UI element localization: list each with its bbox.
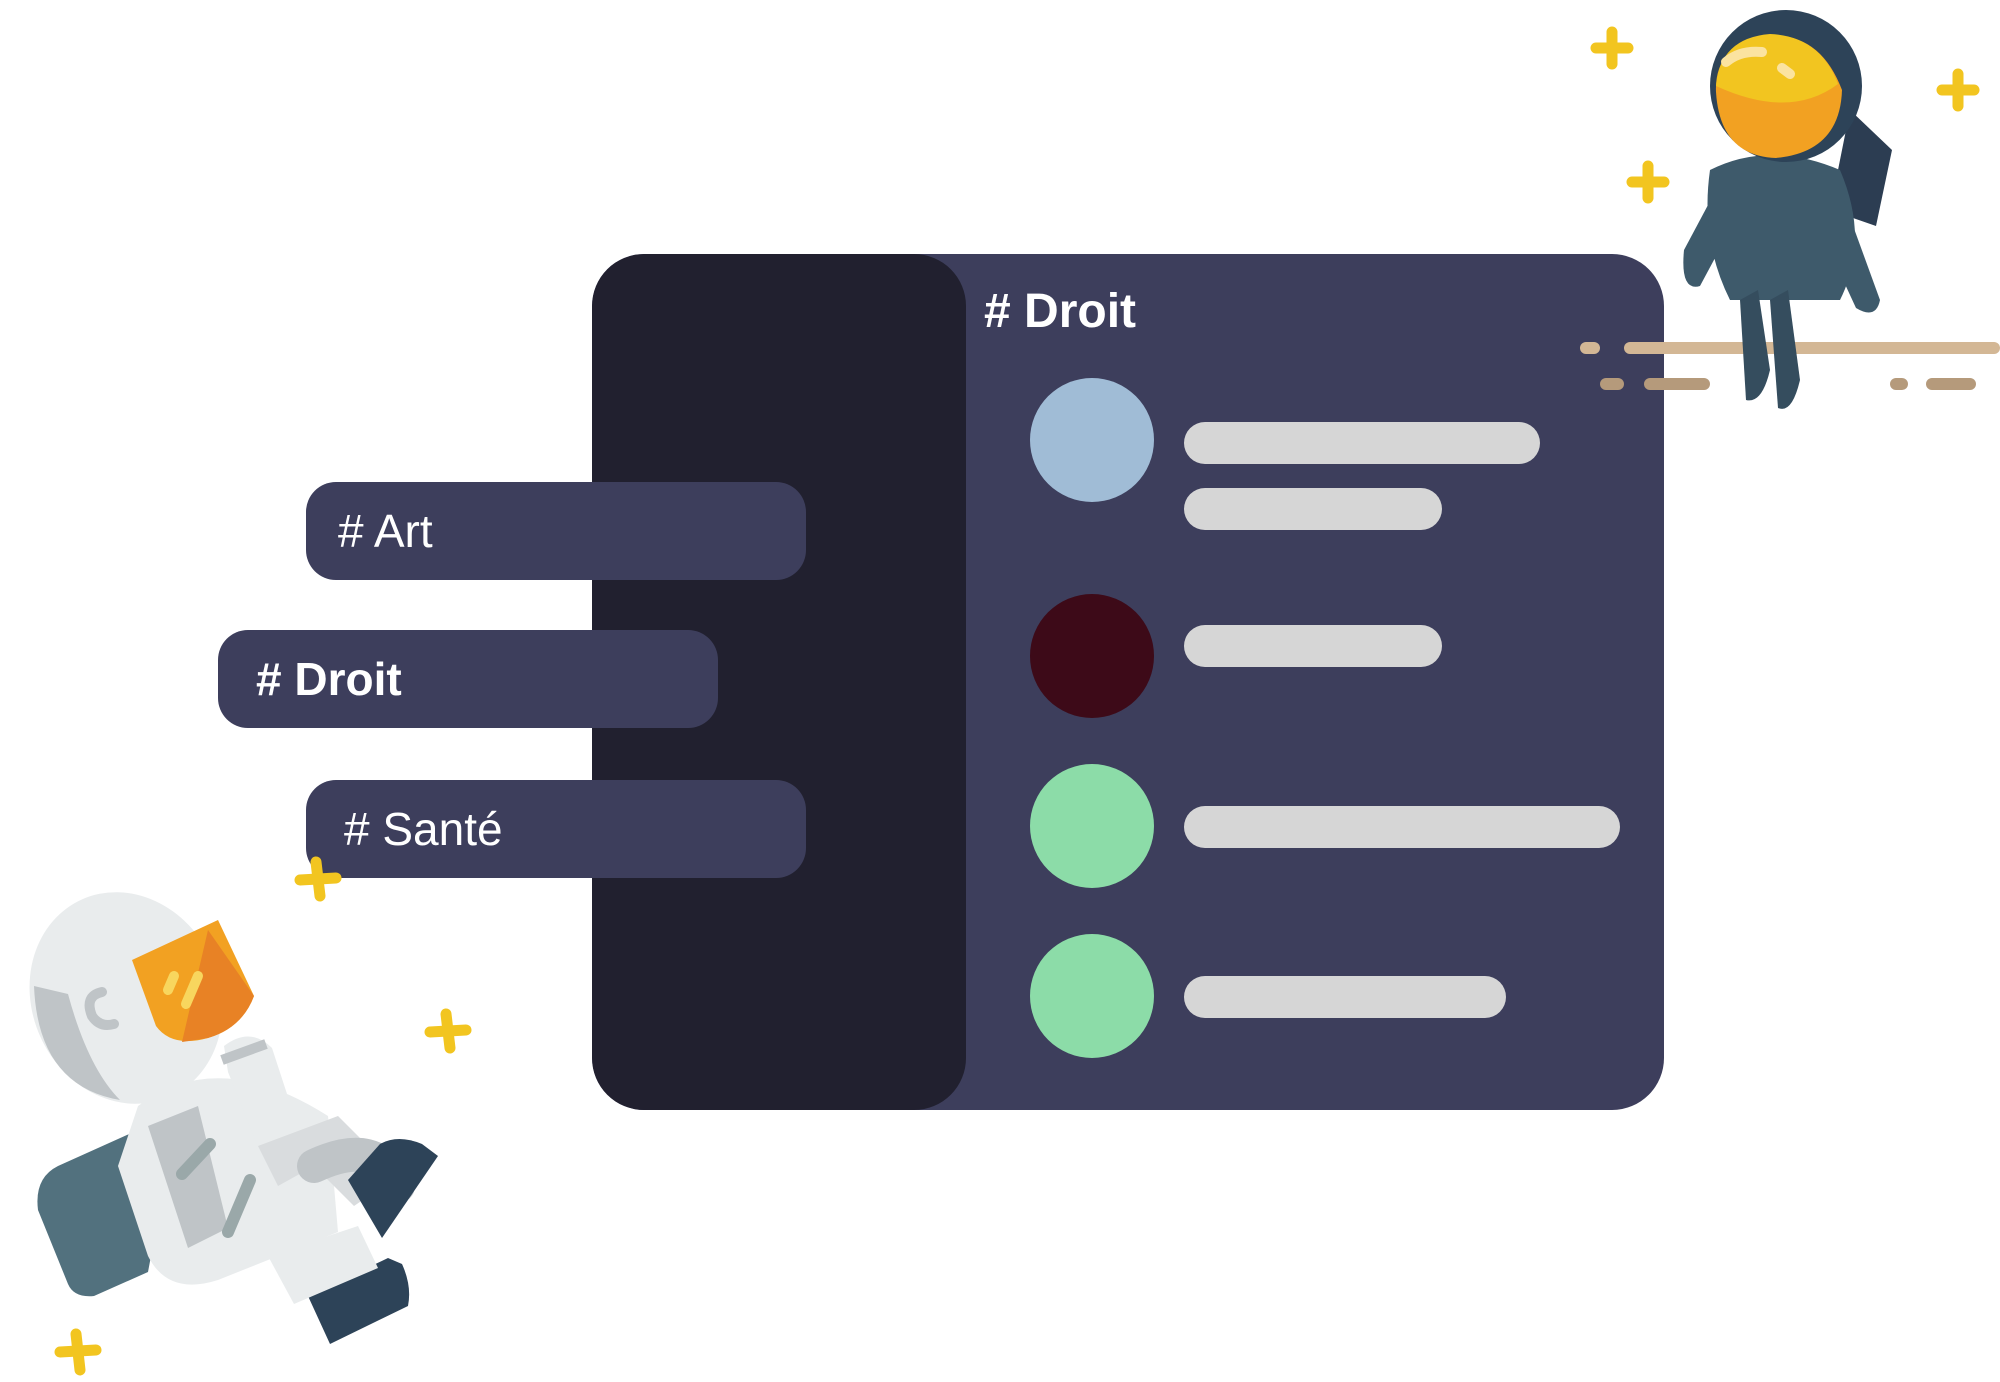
- message-line-placeholder: [1184, 422, 1540, 464]
- message-line-placeholder: [1184, 488, 1442, 530]
- message-avatar: [1030, 594, 1154, 718]
- channel-pill-art[interactable]: # Art: [306, 482, 806, 580]
- message-avatar: [1030, 934, 1154, 1058]
- message-line-placeholder: [1184, 976, 1506, 1018]
- message-avatar: [1030, 378, 1154, 502]
- dark-astronaut-icon: [1683, 10, 1892, 409]
- message-avatar: [1030, 764, 1154, 888]
- channel-pill-droit[interactable]: # Droit: [218, 630, 718, 728]
- channel-title: # Droit: [984, 285, 1137, 338]
- white-astronaut-icon: [29, 892, 438, 1344]
- chat-window-mockup: # Droit: [592, 254, 1664, 1110]
- channel-pill-sante[interactable]: # Santé: [306, 780, 806, 878]
- message-line-placeholder: [1184, 806, 1620, 848]
- message-line-placeholder: [1184, 625, 1442, 667]
